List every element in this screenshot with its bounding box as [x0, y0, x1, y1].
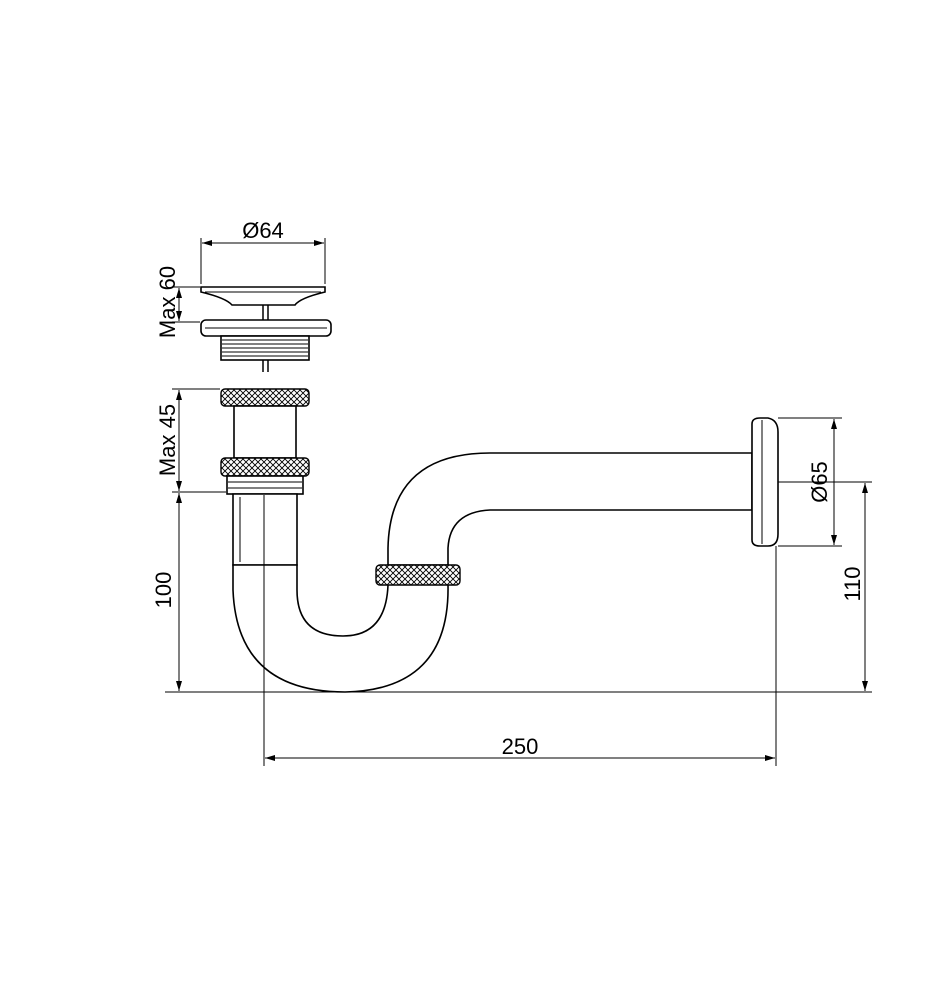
wall-flange	[751, 417, 779, 547]
top-nut	[220, 388, 310, 407]
trap-body	[220, 388, 779, 693]
outlet-pipe	[387, 452, 753, 566]
dim-overall-width: 250	[502, 734, 539, 759]
u-bend	[232, 564, 449, 693]
dim-outlet-height: 110	[840, 566, 865, 601]
dim-waste-max-height: Max 60	[155, 266, 180, 338]
dim-wall-flange-diameter: Ø65	[807, 461, 832, 503]
waste-cap	[200, 286, 326, 306]
dim-nut-max-height: Max 45	[155, 404, 180, 476]
bend-nut	[375, 564, 461, 586]
dim-waste-diameter: Ø64	[242, 218, 284, 243]
dimension-lines	[165, 238, 872, 766]
waste-assembly	[200, 286, 332, 372]
middle-nut	[220, 457, 310, 477]
dim-inlet-height: 100	[151, 572, 176, 609]
